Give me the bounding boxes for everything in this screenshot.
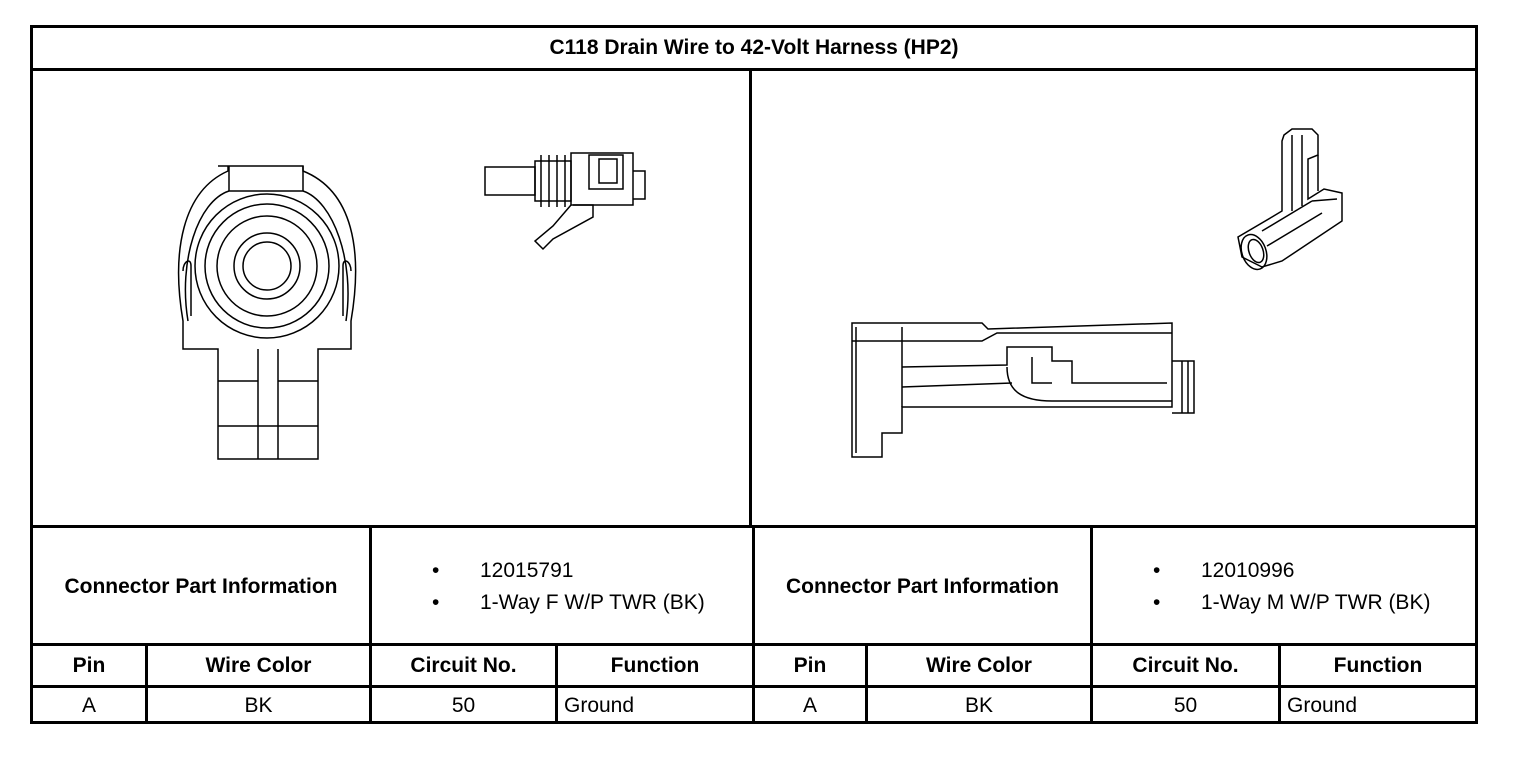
left-pin-cell: A [81, 694, 96, 717]
left-circuit-header: Circuit No. [369, 646, 555, 685]
right-wire-color-cell: BK [865, 688, 1090, 724]
female-connector-drawing [177, 152, 646, 460]
left-pin-header: Pin [72, 653, 106, 677]
right-part-info-values: 12010996 1-Way M W/P TWR (BK) [1090, 528, 1475, 645]
left-function-header: Function [555, 646, 752, 685]
connector-part-info-row: Connector Part Information 12015791 1-Wa… [33, 525, 1475, 645]
right-wire-color-header: Wire Color [865, 646, 1090, 685]
right-part-description: 1-Way M W/P TWR (BK) [1153, 587, 1430, 619]
right-function-cell: Ground [1278, 688, 1475, 724]
left-part-description: 1-Way F W/P TWR (BK) [432, 587, 705, 619]
left-wire-color-cell: BK [145, 688, 369, 724]
left-part-list: 12015791 1-Way F W/P TWR (BK) [432, 555, 705, 619]
right-part-info-label: Connector Part Information [752, 528, 1090, 645]
right-pin-cell: A [752, 688, 865, 724]
right-circuit-cell: 50 [1090, 688, 1278, 724]
left-part-number: 12015791 [432, 555, 705, 587]
connector-table: C118 Drain Wire to 42-Volt Harness (HP2) [30, 25, 1478, 724]
male-connector-drawing [851, 128, 1343, 458]
right-part-number: 12010996 [1153, 555, 1430, 587]
left-circuit-cell: 50 [369, 688, 555, 724]
left-part-info-values: 12015791 1-Way F W/P TWR (BK) [369, 528, 752, 645]
left-wire-color-header: Wire Color [145, 646, 369, 685]
left-part-info-label: Connector Part Information [64, 574, 338, 598]
page-title: C118 Drain Wire to 42-Volt Harness (HP2) [33, 28, 1475, 71]
right-circuit-header: Circuit No. [1090, 646, 1278, 685]
left-function-cell: Ground [555, 688, 752, 724]
right-function-header: Function [1278, 646, 1475, 685]
right-connector-diagram [752, 71, 1475, 525]
right-pin-header: Pin [752, 646, 865, 685]
table-row: A BK 50 Ground A BK 50 Ground [33, 685, 1475, 724]
right-part-list: 12010996 1-Way M W/P TWR (BK) [1153, 555, 1430, 619]
pinout-header-row: Pin Wire Color Circuit No. Function Pin … [33, 643, 1475, 685]
left-connector-diagram [33, 71, 752, 525]
